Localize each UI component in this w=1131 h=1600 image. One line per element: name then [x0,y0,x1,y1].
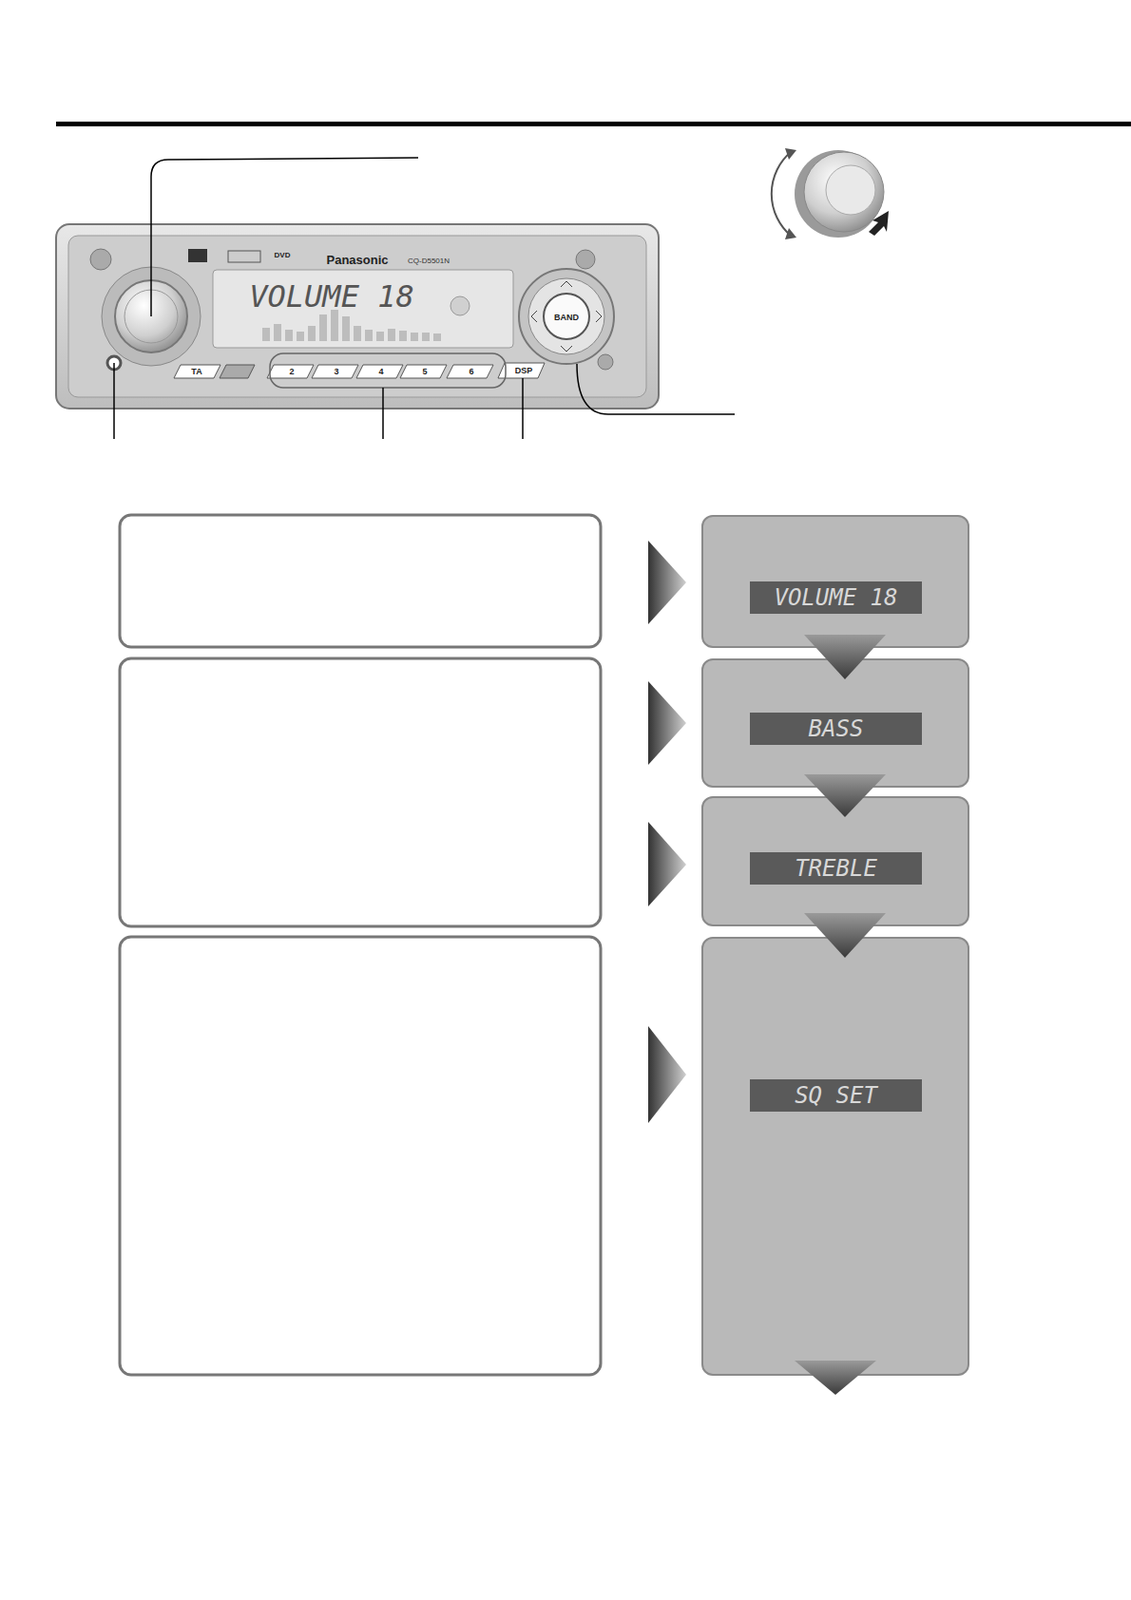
display-readout: VOLUME 18 [249,281,414,312]
logo-text: DVD [274,251,291,260]
brand-name: Panasonic [325,253,388,267]
pointer-triangle [648,540,687,1124]
button-label: TA [191,367,202,377]
model-number: CQ-D5501N [407,257,450,266]
arrowhead [804,634,886,680]
flow-arrow [804,774,886,818]
description-box [119,515,601,1376]
lcd-readout: BASS [749,712,922,746]
lcd-readout: VOLUME 18 [749,581,922,614]
down-triangle [794,1361,877,1396]
preset-number: 3 [333,367,339,377]
rotary-knob-icon [771,148,889,240]
display-panel: TREBLE [701,796,970,927]
display-panel: BASS [701,658,970,788]
lcd-readout: TREBLE [749,852,922,885]
display-panel: VOLUME 18 [701,515,970,649]
lcd-readout: SQ SET [749,1079,922,1112]
button-label: BAND [554,313,579,323]
preset-number: 4 [378,367,384,377]
arrowhead [804,913,886,959]
preset-number: 5 [421,367,427,377]
leader-line [114,157,735,440]
preset-number: 6 [468,367,474,377]
flow-arrow [804,913,886,959]
display-panel: SQ SET [701,937,970,1377]
button-label: DSP [515,366,534,376]
car-stereo-faceplate [56,224,659,409]
arrowhead [804,774,886,818]
flow-arrow [804,634,886,680]
preset-number: 2 [288,367,294,377]
header-rule [56,121,1131,127]
